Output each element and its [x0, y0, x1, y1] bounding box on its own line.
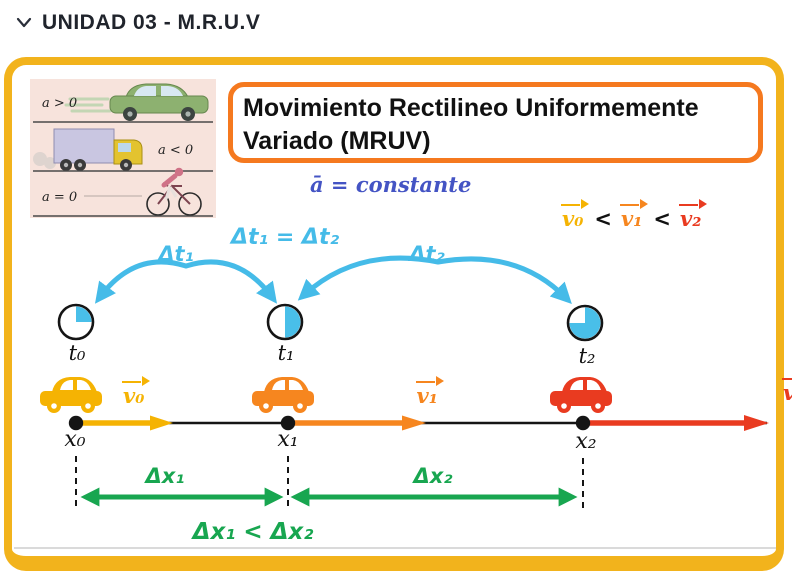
less-than-sign: < [653, 207, 672, 231]
cyclist-icon [146, 167, 202, 216]
bottom-divider-line [14, 547, 776, 549]
position-label-x2: x₂ [575, 429, 597, 454]
clock-label-t1: t₁ [277, 341, 295, 365]
delta-x2-label: Δx₂ [413, 464, 453, 488]
velocity-inequality: v₀ < v₁ < v₂ [560, 199, 708, 231]
green-car-icon [109, 83, 209, 121]
label-a-less-0: a < 0 [158, 143, 193, 158]
v2-arrow-label: v₂ [781, 375, 792, 404]
label-a-greater-0: a > 0 [42, 96, 77, 111]
acceleration-constant-note: ā = constante [310, 172, 472, 197]
row-accelerating-car: a > 0 [33, 83, 213, 123]
delta-x1-label: Δx₁ [145, 464, 185, 488]
acceleration-examples-image: a > 0 a < 0 a = 0 [30, 79, 216, 218]
title-box: Movimiento Rectilineo Uniformemente Vari… [228, 82, 763, 163]
section-title: UNIDAD 03 - M.R.U.V [42, 11, 261, 34]
delta-t1-label: Δt₁ [158, 242, 194, 266]
clock-label-t0: t₀ [68, 341, 86, 365]
row-braking-truck: a < 0 [33, 128, 213, 172]
v0-arrow-label: v₀ [121, 376, 151, 407]
chevron-down-icon[interactable] [16, 17, 32, 29]
position-label-x0: x₀ [64, 427, 86, 452]
title-line-1: Movimiento Rectilineo Uniformemente [243, 94, 699, 122]
time-intervals-equation: Δt₁ = Δt₂ [231, 225, 340, 250]
title-line-2: Variado (MRUV) [243, 127, 431, 155]
yellow-truck-icon [53, 128, 143, 171]
delta-t2-label: Δt₂ [409, 242, 445, 266]
v1-arrow-label: v₁ [415, 376, 445, 407]
label-a-equal-0: a = 0 [42, 190, 77, 205]
section-header-unidad-03[interactable]: UNIDAD 03 - M.R.U.V [0, 0, 792, 46]
clock-label-t2: t₂ [578, 344, 596, 368]
motion-blur-streaks [64, 97, 112, 113]
vector-v1-symbol: v₁ [619, 199, 649, 230]
less-than-sign: < [594, 207, 613, 231]
vector-v2-symbol: v₂ [678, 199, 708, 230]
vector-v0-symbol: v₀ [560, 199, 590, 230]
position-label-x1: x₁ [277, 427, 299, 452]
displacement-inequality: Δx₁ < Δx₂ [192, 519, 314, 545]
row-cyclist: a = 0 [33, 167, 213, 217]
